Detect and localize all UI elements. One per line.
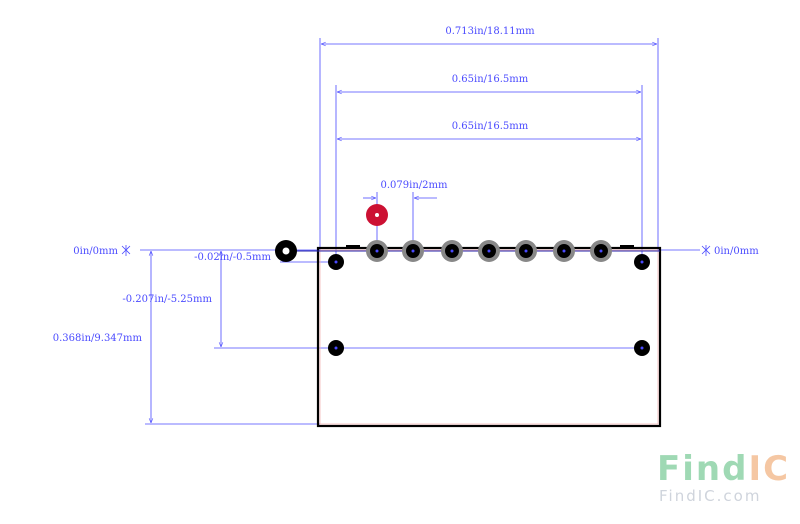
mounting-hole (328, 254, 344, 270)
pad (478, 240, 500, 262)
pad (441, 240, 463, 262)
pad (402, 240, 424, 262)
label-offset-mid: -0.207in/-5.25mm (122, 294, 212, 305)
watermark-url: FindIC.com (659, 487, 761, 505)
mounting-hole (634, 254, 650, 270)
origin-hole (275, 240, 297, 262)
pad (366, 240, 388, 262)
mounting-hole (328, 340, 344, 356)
label-pitch-outer: 0.65in/16.5mm (452, 74, 529, 85)
watermark-ic: IC (748, 449, 790, 489)
label-offset-small: -0.02in/-0.5mm (194, 252, 271, 263)
pin1-marker (366, 204, 388, 226)
extension-lines (140, 38, 700, 425)
label-origin-right: 0in/0mm (714, 246, 759, 257)
mounting-holes (275, 240, 650, 356)
label-total-width: 0.713in/18.11mm (445, 26, 535, 37)
pad (553, 240, 575, 262)
svg-text:FindIC: FindIC (657, 449, 790, 489)
label-pin-pitch: 0.079in/2mm (381, 180, 448, 191)
pin-pads (366, 240, 612, 262)
label-pitch-inner: 0.65in/16.5mm (452, 121, 529, 132)
pad (590, 240, 612, 262)
watermark: FindIC FindIC.com (657, 449, 790, 505)
pad (515, 240, 537, 262)
mounting-hole (634, 340, 650, 356)
label-origin-left: 0in/0mm (73, 246, 118, 257)
dimension-lines (121, 44, 711, 423)
edge-pads (346, 245, 634, 249)
watermark-find: Find (657, 449, 748, 489)
label-body-height: 0.368in/9.347mm (53, 333, 143, 344)
component-outline (316, 246, 662, 428)
